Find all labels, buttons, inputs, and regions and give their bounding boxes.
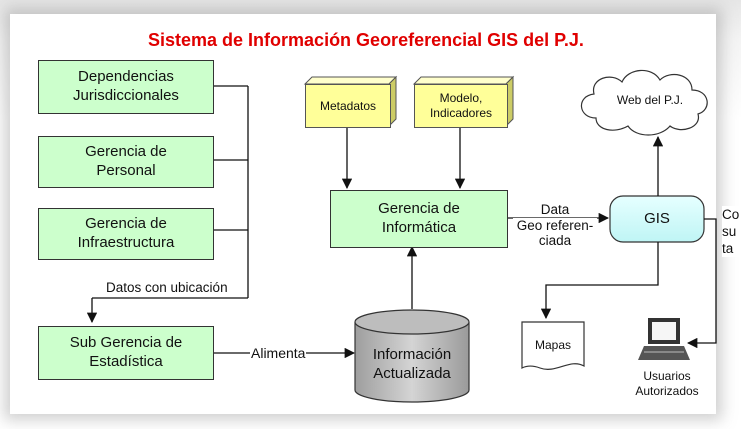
modelo-box: Modelo,Indicadores [414,84,508,128]
personal-line1: Gerencia de [85,143,167,161]
usuarios-line2: Autorizados [635,384,699,398]
informatica-line1: Gerencia de [378,200,460,218]
dependencias-line2: Jurisdiccionales [73,87,179,104]
metadatos-box: Metadatos [305,84,391,128]
mapas-label: Mapas [534,337,572,352]
arrow-gis-mapas [540,242,659,320]
data-geo-line1: Data [540,202,570,217]
datos-ubicacion-label: Datos con ubicación [104,280,230,296]
consulta-line2: su [722,224,737,239]
modelo-line1: Modelo, [439,91,483,105]
metadatos-label: Metadatos [319,98,377,113]
informacion-line1: Información [372,346,452,364]
data-geo-line3: ciada [538,233,572,249]
data-geo-line2: Geo referen- [513,217,597,234]
mapas-document [521,321,585,370]
dependencias-line1: Dependencias [78,68,174,86]
gis-label: GIS [644,209,670,227]
informacion-line2: Actualizada [373,365,451,382]
informatica-line2: Informática [381,219,457,236]
diagram-title: Sistema de Información Georeferencial GI… [148,30,584,50]
database-cylinder [354,309,470,403]
left-bracket-connector [86,85,249,324]
computer-icon [638,318,690,360]
infraestructura-line1: Gerencia de [85,215,167,233]
consulta-line1: Co [722,207,740,222]
infraestructura-line2: Infraestructura [77,234,175,251]
estadistica-line1: Sub Gerencia de [69,334,183,352]
alimenta-label: Alimenta [250,345,307,362]
cloud-shape [580,69,708,136]
web-label: Web del P.J. [616,92,684,107]
modelo-line2: Indicadores [429,106,493,120]
usuarios-line1: Usuarios [643,369,691,383]
data-geo-label: Data Geo referen- ciada [513,202,597,249]
personal-line2: Personal [96,162,156,179]
arrow-gis-usuarios [686,218,717,349]
consulta-label-partial: Co su ta [722,206,741,257]
estadistica-line2: Estadística [89,353,163,370]
consulta-line3: ta [722,241,734,256]
